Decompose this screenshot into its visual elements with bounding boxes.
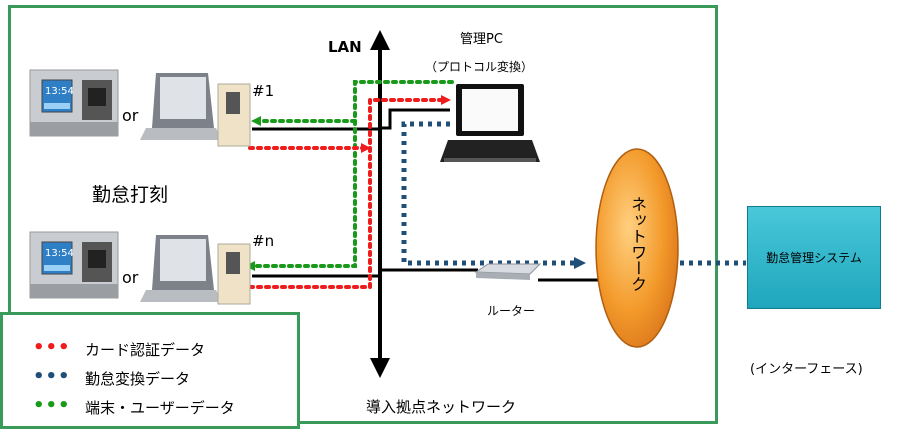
router-label: ルーター bbox=[487, 304, 536, 318]
lan-label: LAN bbox=[328, 38, 362, 56]
lan-arrow-down bbox=[370, 358, 390, 378]
admin-pc-label: 管理PC bbox=[460, 32, 503, 47]
branch-admin-pc bbox=[380, 108, 450, 130]
attendance-system-label: 勤怠管理システム bbox=[766, 251, 862, 265]
protocol-label: （プロトコル変換） bbox=[425, 60, 534, 74]
or-label-n: or bbox=[122, 268, 139, 287]
laptop-n bbox=[140, 235, 222, 302]
admin-pc-laptop-icon bbox=[440, 84, 540, 162]
network-label: ネットワーク bbox=[628, 196, 647, 292]
terminal-n-time: 13:54 bbox=[45, 248, 74, 259]
router-icon bbox=[474, 263, 542, 280]
or-label-1: or bbox=[122, 106, 139, 125]
terminal-device-n bbox=[29, 231, 119, 299]
legend-swatch-blue: ••• bbox=[33, 366, 71, 387]
card-reader-n bbox=[217, 243, 251, 305]
lan-arrow-up bbox=[370, 30, 390, 50]
legend-box: ••• カード認証データ ••• 勤怠変換データ ••• 端末・ユーザーデータ bbox=[0, 312, 300, 429]
legend-swatch-green: ••• bbox=[33, 395, 71, 416]
network-oval bbox=[595, 148, 679, 348]
node1-label: #1 bbox=[252, 82, 275, 100]
green-path bbox=[252, 80, 454, 268]
terminal-1-time: 13:54 bbox=[45, 86, 74, 97]
terminal-device-1 bbox=[29, 69, 119, 137]
legend-swatch-red: ••• bbox=[33, 337, 71, 358]
site-network-frame bbox=[8, 5, 718, 424]
red-path-n bbox=[248, 95, 451, 289]
site-network-label: 導入拠点ネットワーク bbox=[366, 398, 517, 416]
noden-label: #n bbox=[252, 232, 275, 250]
attendance-label: 勤怠打刻 bbox=[92, 184, 169, 206]
blue-path bbox=[401, 121, 586, 269]
legend-label: カード認証データ bbox=[85, 341, 206, 359]
legend-label: 勤怠変換データ bbox=[85, 370, 191, 388]
card-reader-1 bbox=[217, 83, 251, 147]
laptop-1 bbox=[140, 73, 222, 140]
interface-label: (インターフェース) bbox=[750, 362, 863, 377]
attendance-system-box: 勤怠管理システム bbox=[747, 206, 881, 309]
legend-label: 端末・ユーザーデータ bbox=[85, 399, 235, 417]
